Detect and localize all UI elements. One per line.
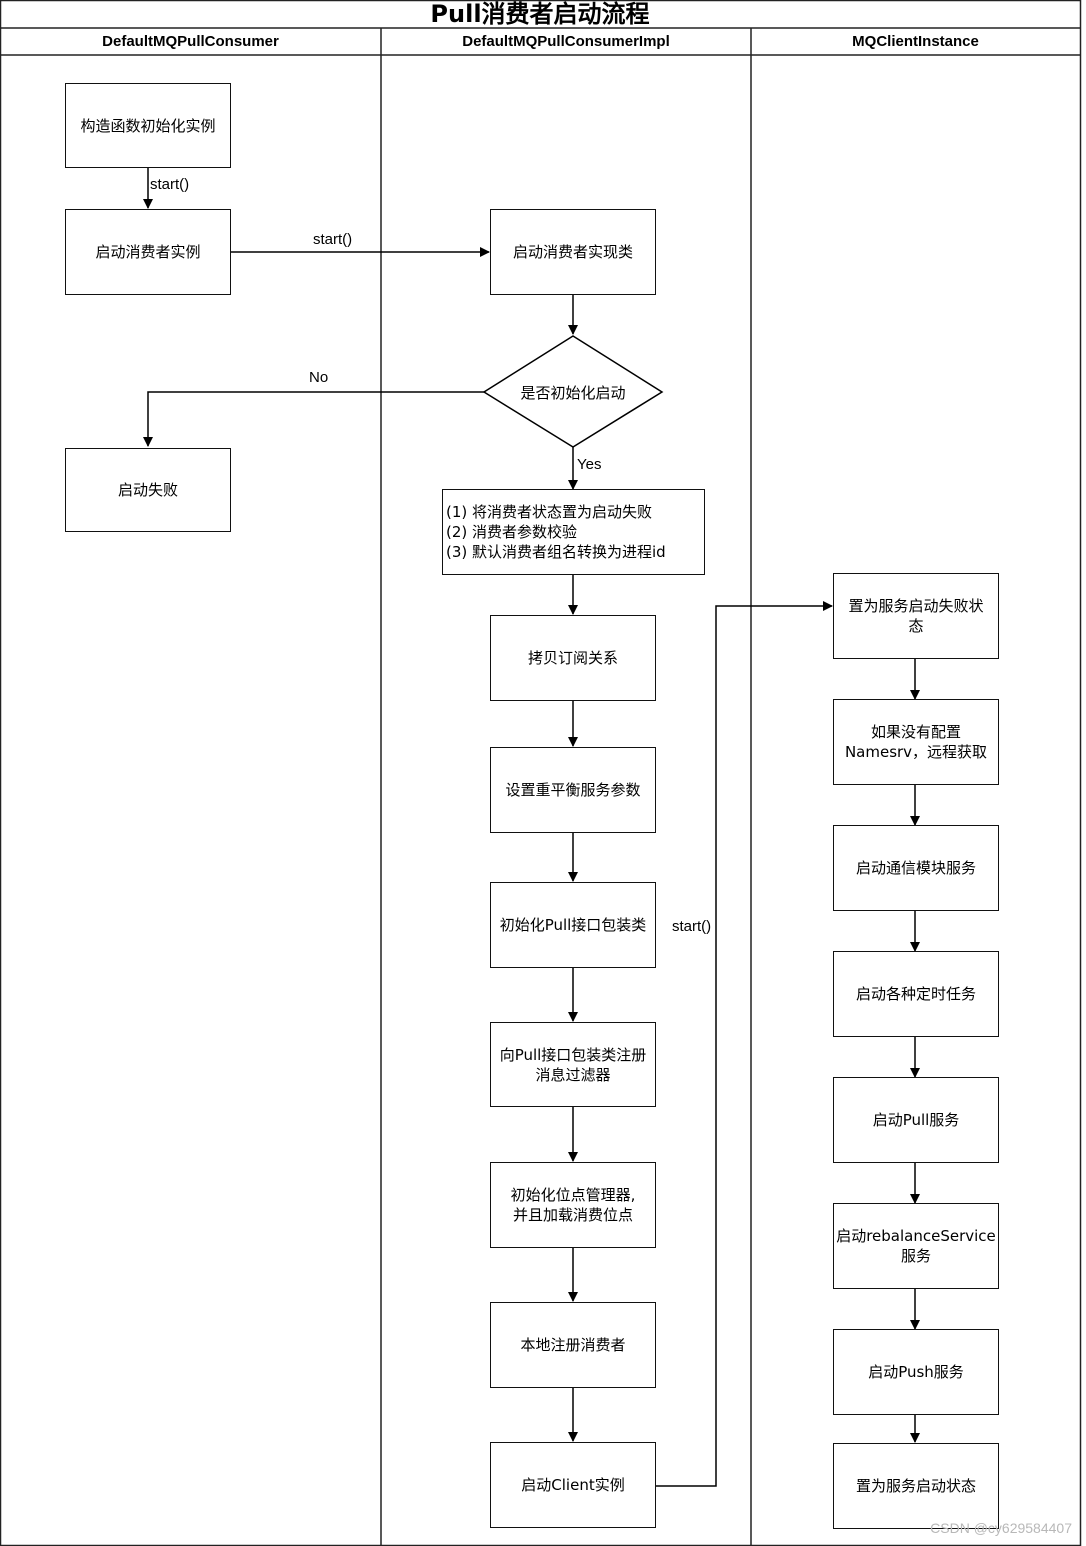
edge-label-start-2: start() [313,231,353,248]
edge-decision-no [143,391,484,447]
lane-header-pull-consumer: DefaultMQPullConsumer [102,33,279,50]
node-register-filter: 向Pull接口包装类注册 消息过滤器 [490,1022,656,1107]
node-start-comm: 启动通信模块服务 [833,825,999,911]
edge-label-yes: Yes [577,456,602,473]
edge-label-start-3: start() [672,918,712,935]
watermark: CSDN @cy629584407 [930,1520,1072,1536]
node-register-local: 本地注册消费者 [490,1302,656,1388]
edge-label-no: No [309,369,329,386]
node-start-timers: 启动各种定时任务 [833,951,999,1037]
node-prep-steps: (1) 将消费者状态置为启动失败 (2) 消费者参数校验 (3) 默认消费者组名… [442,489,705,575]
node-set-fail-state: 置为服务启动失败状 态 [833,573,999,659]
edge-label-start-1: start() [150,176,190,193]
node-init-pull-wrapper: 初始化Pull接口包装类 [490,882,656,968]
node-fetch-namesrv: 如果没有配置 Namesrv，远程获取 [833,699,999,785]
node-start-fail: 启动失败 [65,448,231,532]
node-start-client: 启动Client实例 [490,1442,656,1528]
node-start-impl: 启动消费者实现类 [490,209,656,295]
node-copy-subscription: 拷贝订阅关系 [490,615,656,701]
node-start-rebalance: 启动rebalanceService 服务 [833,1203,999,1289]
diagram-title: Pull消费者启动流程 [430,0,650,28]
lane-header-client-instance: MQClientInstance [852,33,979,50]
node-start-push: 启动Push服务 [833,1329,999,1415]
edge-client-to-instance [655,601,833,1487]
node-set-start-state: 置为服务启动状态 [833,1443,999,1529]
node-start-consumer: 启动消费者实例 [65,209,231,295]
lane-header-pull-consumer-impl: DefaultMQPullConsumerImpl [462,33,670,50]
node-init-offset: 初始化位点管理器, 并且加载消费位点 [490,1162,656,1248]
node-set-rebalance: 设置重平衡服务参数 [490,747,656,833]
node-start-pull: 启动Pull服务 [833,1077,999,1163]
decision-diamond [482,335,664,448]
decision-label: 是否初始化启动 [520,383,626,402]
node-init-instance: 构造函数初始化实例 [65,83,231,168]
